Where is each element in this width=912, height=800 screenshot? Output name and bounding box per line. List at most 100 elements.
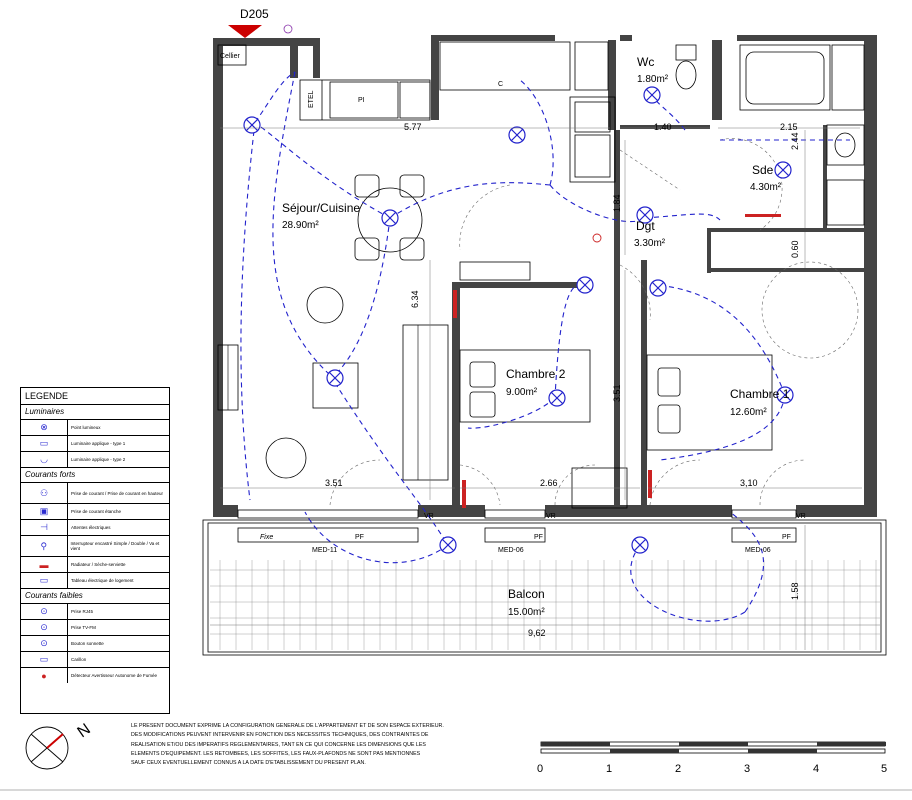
entrance-marker <box>228 24 602 243</box>
bed-chambre2 <box>459 261 591 423</box>
ceiling-light-icon <box>439 536 457 554</box>
legend-row: ▭Carillon <box>21 652 169 668</box>
disclaimer-notes: LE PRESENT DOCUMENT EXPRIME LA CONFIGURA… <box>131 722 526 768</box>
legend-row: ⊙Prise TV-FM <box>21 620 169 636</box>
legend-row: ●Détecteur Avertisseur Autonome de Fumée <box>21 668 169 683</box>
dimension-lines <box>210 127 880 650</box>
ceiling-light-icon <box>776 386 794 404</box>
ceiling-light-icon <box>576 276 594 294</box>
dim-962: 9,62 <box>528 628 546 638</box>
legend-row: ▭Luminaire applique - type 1 <box>21 436 169 452</box>
north-label: N <box>75 721 94 742</box>
legend-item-text: Prise de courant étanche <box>71 509 122 514</box>
room-area-sejour: 28.90m² <box>282 220 319 231</box>
note-line: REALISATION ET/OU DES IMPERATIFS REGLEME… <box>131 741 426 748</box>
room-name-chambre1: Chambre 1 <box>730 387 790 401</box>
room-name-sde: Sde <box>752 163 774 177</box>
door-swings <box>329 138 859 506</box>
chime-icon: ▭ <box>21 652 68 667</box>
legend-item-text: Prise de courant / Prise de courant en h… <box>71 490 164 496</box>
room-area-chambre1: 12.60m² <box>730 407 767 418</box>
legend-item-text: Prise RJ45 <box>71 609 94 614</box>
legend-item-text: Point lumineux <box>71 425 101 430</box>
legend-section-courants-faibles: Courants faibles <box>21 589 169 604</box>
switch-icon: ⚲ <box>21 536 68 556</box>
label-fixe: Fixe <box>260 534 273 541</box>
ceiling-light-icon <box>643 86 661 104</box>
legend-row: ⊙Bouton sonnette <box>21 636 169 652</box>
label-vr-2: VR <box>546 513 556 520</box>
legend-row: ⊙Prise RJ45 <box>21 604 169 620</box>
legend-item-text: Carillon <box>71 657 87 662</box>
scale-tick-0: 0 <box>537 763 543 775</box>
room-area-sde: 4.30m² <box>750 182 782 193</box>
smoke-detector-icon: ● <box>21 668 68 683</box>
label-pi: PI <box>358 97 365 104</box>
room-name-wc: Wc <box>637 55 654 69</box>
electrical-supply-icon: ⊣ <box>21 520 68 535</box>
room-area-wc: 1.80m² <box>637 74 669 85</box>
scale-tick-2: 2 <box>675 763 681 775</box>
label-vr-3: VR <box>796 513 806 520</box>
label-pf-1: PF <box>355 534 364 541</box>
armchair-1 <box>306 286 344 324</box>
tv-outlet-icon: ⊙ <box>21 620 68 635</box>
room-area-chambre2: 9.00m² <box>506 387 538 398</box>
label-pf-3: PF <box>782 534 791 541</box>
dim-244: 2.44 <box>790 132 800 150</box>
wall-light-1-icon: ▭ <box>21 436 68 451</box>
dim-310: 3,10 <box>740 478 758 488</box>
ceiling-light-icon <box>636 206 654 224</box>
legend-title: LEGENDE <box>21 388 169 405</box>
legend-item-text: Luminaire applique - type 1 <box>71 441 126 446</box>
legend-item-text: Attentes électriques <box>71 525 111 530</box>
ceiling-light-icon <box>649 279 667 297</box>
dim-184: 1.84 <box>612 194 622 212</box>
label-med-2: MED-06 <box>498 547 524 554</box>
scale-bar: 0 1 2 3 4 5 <box>537 741 887 775</box>
coffee-table <box>312 362 359 409</box>
bed-chambre1 <box>646 354 773 451</box>
dim-158: 1.58 <box>790 582 800 600</box>
note-line: ELEMENTS D'EQUIPEMENT. LES RETOMBEES, LE… <box>131 750 421 757</box>
armchair-2 <box>265 437 307 479</box>
scale-tick-1: 1 <box>606 763 612 775</box>
doorbell-button-icon: ⊙ <box>21 636 68 651</box>
legend: LEGENDE Luminaires ⊗Point lumineux ▭Lumi… <box>20 387 170 714</box>
kitchen-furniture <box>217 41 616 411</box>
label-med-3: MED-06 <box>745 547 771 554</box>
electrical-circuits <box>240 71 850 622</box>
legend-row: ⊣Attentes électriques <box>21 520 169 536</box>
scale-tick-5: 5 <box>881 763 887 775</box>
sofa <box>402 324 449 481</box>
dim-634: 6.34 <box>410 290 420 308</box>
legend-item-text: Interrupteur encastré Simple / Double / … <box>70 541 160 551</box>
dim-140: 1.40 <box>654 122 672 132</box>
ceiling-light-icon <box>548 389 566 407</box>
dim-060: 0.60 <box>790 240 800 258</box>
legend-section-courants-forts: Courants forts <box>21 468 169 483</box>
waterproof-outlet-icon: ▣ <box>21 504 68 519</box>
note-line: SAUF CEUX EVENTUELLEMENT CONNUS A LA DAT… <box>131 760 366 767</box>
bathroom-fixtures <box>675 44 865 226</box>
ceiling-light-icon <box>326 369 344 387</box>
dim-266: 2.66 <box>540 478 558 488</box>
point-light-icon: ⊗ <box>21 420 68 435</box>
legend-section-luminaires: Luminaires <box>21 405 169 420</box>
room-area-dgt: 3.30m² <box>634 238 666 249</box>
north-arrow: N <box>25 721 94 770</box>
label-pf-2: PF <box>534 534 543 541</box>
legend-row: ⚇Prise de courant / Prise de courant en … <box>21 483 169 504</box>
light-fixtures <box>243 86 794 554</box>
legend-row: ▭Tableau électrique de logement <box>21 573 169 589</box>
legend-item-text: Luminaire applique - type 2 <box>71 457 126 462</box>
ceiling-light-icon <box>774 161 792 179</box>
electrical-panel-icon: ▭ <box>21 573 68 588</box>
wall-light-2-icon: ◡ <box>21 452 68 467</box>
room-name-dgt: Dgt <box>636 219 655 233</box>
windows <box>237 509 797 543</box>
radiator-icon: ▬ <box>21 557 68 572</box>
radiators <box>453 214 781 508</box>
legend-item-text: Détecteur Avertisseur Autonome de Fumée <box>71 673 157 678</box>
